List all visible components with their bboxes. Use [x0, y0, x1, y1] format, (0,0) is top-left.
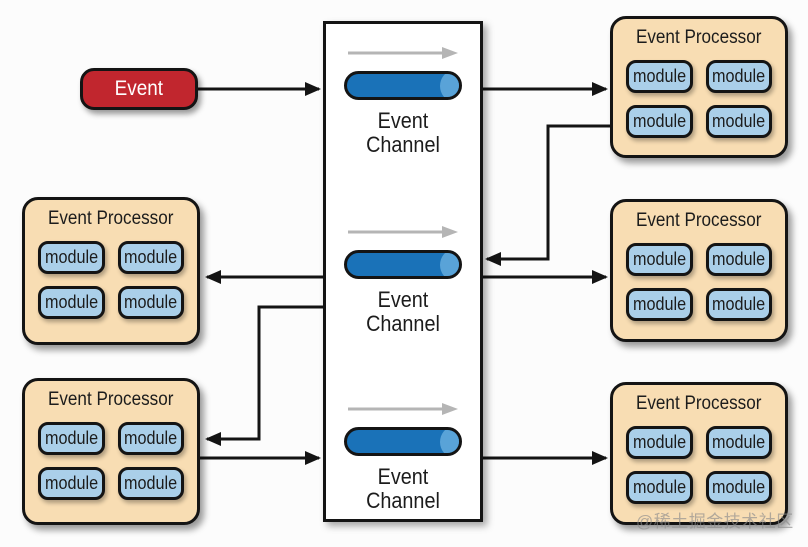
event-processor-middle-left: Event Processor module module module mod…	[22, 197, 200, 345]
channel-pipe	[344, 250, 462, 279]
processor-title: Event Processor	[636, 393, 762, 414]
module-pill: module	[117, 241, 184, 274]
module-grid: module module module module	[613, 60, 785, 138]
module-grid: module module module module	[613, 243, 785, 321]
event-channel-3: Event Channel	[326, 401, 480, 512]
module-pill: module	[38, 286, 105, 319]
channel-label: Event Channel	[366, 287, 440, 336]
channel-label: Event Channel	[366, 108, 440, 157]
module-pill: module	[626, 288, 693, 321]
module-pill: module	[38, 422, 105, 455]
processor-title: Event Processor	[48, 389, 174, 410]
event-badge: Event	[80, 68, 198, 110]
module-grid: module module module module	[25, 422, 197, 500]
module-pill: module	[38, 241, 105, 274]
module-pill: module	[626, 243, 693, 276]
module-pill: module	[626, 60, 693, 93]
module-grid: module module module module	[25, 241, 197, 319]
processor-title: Event Processor	[636, 210, 762, 231]
arrow-processor-top-right-to-channel-2	[485, 124, 610, 266]
module-pill: module	[626, 426, 693, 459]
module-pill: module	[705, 426, 772, 459]
processor-title: Event Processor	[636, 27, 762, 48]
module-pill: module	[705, 288, 772, 321]
event-processor-bottom-left: Event Processor module module module mod…	[22, 378, 200, 525]
processor-title: Event Processor	[48, 208, 174, 229]
channel-label: Event Channel	[366, 464, 440, 513]
module-pill: module	[626, 471, 693, 504]
module-pill: module	[117, 467, 184, 500]
event-processor-middle-right: Event Processor module module module mod…	[610, 199, 788, 342]
channel-pipe	[344, 427, 462, 456]
module-pill: module	[117, 286, 184, 319]
channel-pipe	[344, 71, 462, 100]
flow-arrow-icon	[348, 226, 458, 238]
flow-arrow-icon	[348, 403, 458, 415]
event-channel-2: Event Channel	[326, 224, 480, 335]
event-channel-container: Event Channel Event Channel Event	[323, 21, 483, 522]
watermark: @稀土掘金技术社区	[636, 512, 794, 531]
module-grid: module module module module	[613, 426, 785, 504]
module-pill: module	[705, 243, 772, 276]
flow-arrow-icon	[348, 47, 458, 59]
arrow-channel-2-to-processor-bottom-left	[205, 305, 323, 446]
module-pill: module	[705, 60, 772, 93]
module-pill: module	[117, 422, 184, 455]
event-badge-label: Event	[114, 77, 164, 100]
module-pill: module	[38, 467, 105, 500]
event-processor-bottom-right: Event Processor module module module mod…	[610, 382, 788, 525]
event-channel-1: Event Channel	[326, 45, 480, 156]
module-pill: module	[705, 471, 772, 504]
module-pill: module	[626, 105, 693, 138]
event-processor-top-right: Event Processor module module module mod…	[610, 16, 788, 158]
module-pill: module	[705, 105, 772, 138]
